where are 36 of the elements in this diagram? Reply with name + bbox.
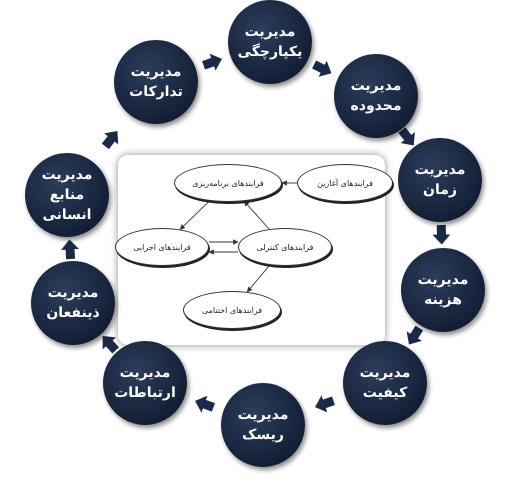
arrow — [246, 264, 270, 292]
chevron-arrow — [312, 60, 332, 77]
chevron-arrow — [398, 127, 415, 146]
node-label: مدیریت زمان — [414, 160, 466, 200]
knowledge-area-circle — [103, 341, 187, 425]
node-label: فرایندهای آغازین — [317, 178, 373, 188]
node-label: مدیریت محدوده — [350, 76, 402, 116]
node-label: مدیریت کیفیت — [358, 364, 412, 403]
node-label: فرایندهای اختتامی — [202, 306, 262, 314]
knowledge-area-circle — [334, 54, 418, 138]
chevron-arrow — [61, 240, 80, 260]
knowledge-area-circle — [343, 341, 427, 425]
node-label: مدیریت منابع انسانی — [40, 166, 94, 226]
chevron-arrow — [315, 395, 335, 412]
node-label: مدیریت ذینفعان — [45, 284, 101, 323]
node-label: مدیریت ارتباطات — [113, 364, 177, 403]
arrow — [208, 239, 239, 245]
chevron-arrow — [432, 224, 450, 244]
node-label: مدیریت یکپارچگی — [236, 22, 304, 62]
chevron-arrow — [102, 131, 118, 150]
knowledge-area-circle — [228, 0, 312, 84]
node-label: مدیریت هزینه — [416, 270, 470, 310]
chevron-arrow — [202, 54, 222, 71]
knowledge-area-circle — [398, 138, 482, 222]
node-label: فرایندهای برنامه‌ریزی — [192, 178, 264, 188]
node-label: مدیریت ریسک — [236, 406, 290, 445]
arrow — [244, 200, 270, 230]
node-label: فرایندهای کنترلی — [256, 242, 314, 252]
chevron-arrow — [102, 336, 120, 354]
node-label: فرایندهای اجرایی — [133, 242, 191, 252]
chevron-arrow — [406, 326, 424, 345]
node-label: مدیریت تدارکات — [128, 62, 184, 102]
arrow — [180, 200, 210, 230]
arrow — [208, 249, 238, 255]
arrow — [281, 180, 298, 186]
chevron-arrow — [195, 396, 215, 413]
